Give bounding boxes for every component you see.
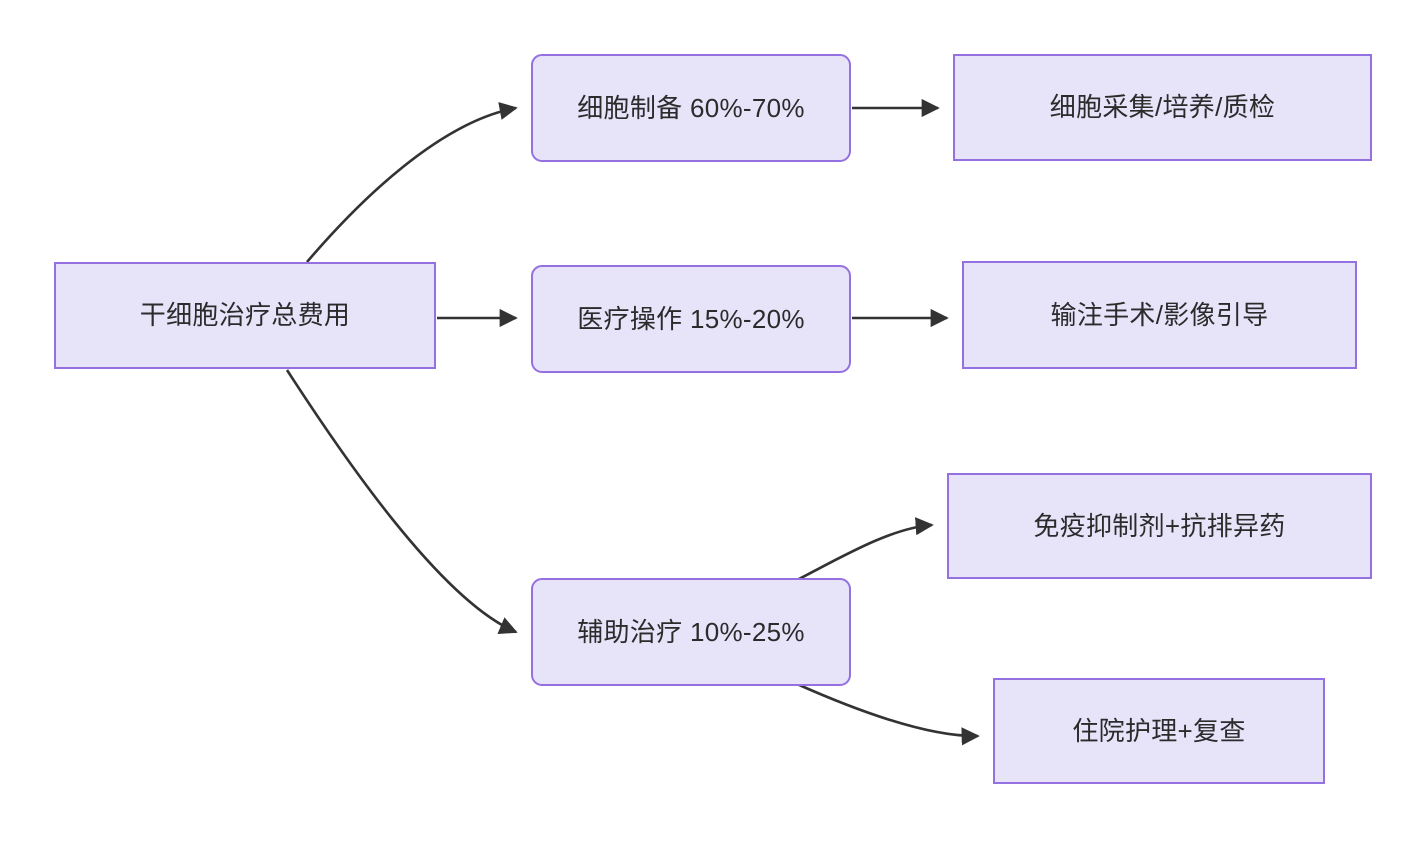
node-label: 细胞制备 60%-70% — [577, 92, 805, 123]
node-adjuvant-therapy[interactable]: 辅助治疗 10%-25% — [531, 578, 851, 686]
node-medical-procedure[interactable]: 医疗操作 15%-20% — [531, 265, 851, 373]
node-label: 干细胞治疗总费用 — [139, 300, 351, 331]
edge-root-to-cellprep — [306, 102, 518, 263]
node-label: 细胞采集/培养/质检 — [1049, 92, 1276, 123]
edge-adjuvant-to-immuno — [796, 517, 934, 582]
node-label: 输注手术/影像引导 — [1050, 299, 1269, 330]
node-total-cost[interactable]: 干细胞治疗总费用 — [54, 262, 436, 369]
node-label: 免疫抑制剂+抗排异药 — [1033, 510, 1286, 541]
node-infusion-imaging-guidance[interactable]: 输注手术/影像引导 — [962, 261, 1357, 369]
node-label: 辅助治疗 10%-25% — [577, 616, 805, 647]
node-label: 住院护理+复查 — [1072, 715, 1246, 746]
node-inpatient-care-followup[interactable]: 住院护理+复查 — [993, 678, 1325, 784]
node-label: 医疗操作 15%-20% — [577, 303, 805, 334]
node-cell-collection-culture-qc[interactable]: 细胞采集/培养/质检 — [953, 54, 1372, 161]
node-immunosuppressant-antirejection[interactable]: 免疫抑制剂+抗排异药 — [947, 473, 1372, 579]
edge-root-to-adjuvant — [285, 369, 518, 635]
node-cell-preparation[interactable]: 细胞制备 60%-70% — [531, 54, 851, 162]
edge-adjuvant-to-nursing — [796, 682, 980, 746]
